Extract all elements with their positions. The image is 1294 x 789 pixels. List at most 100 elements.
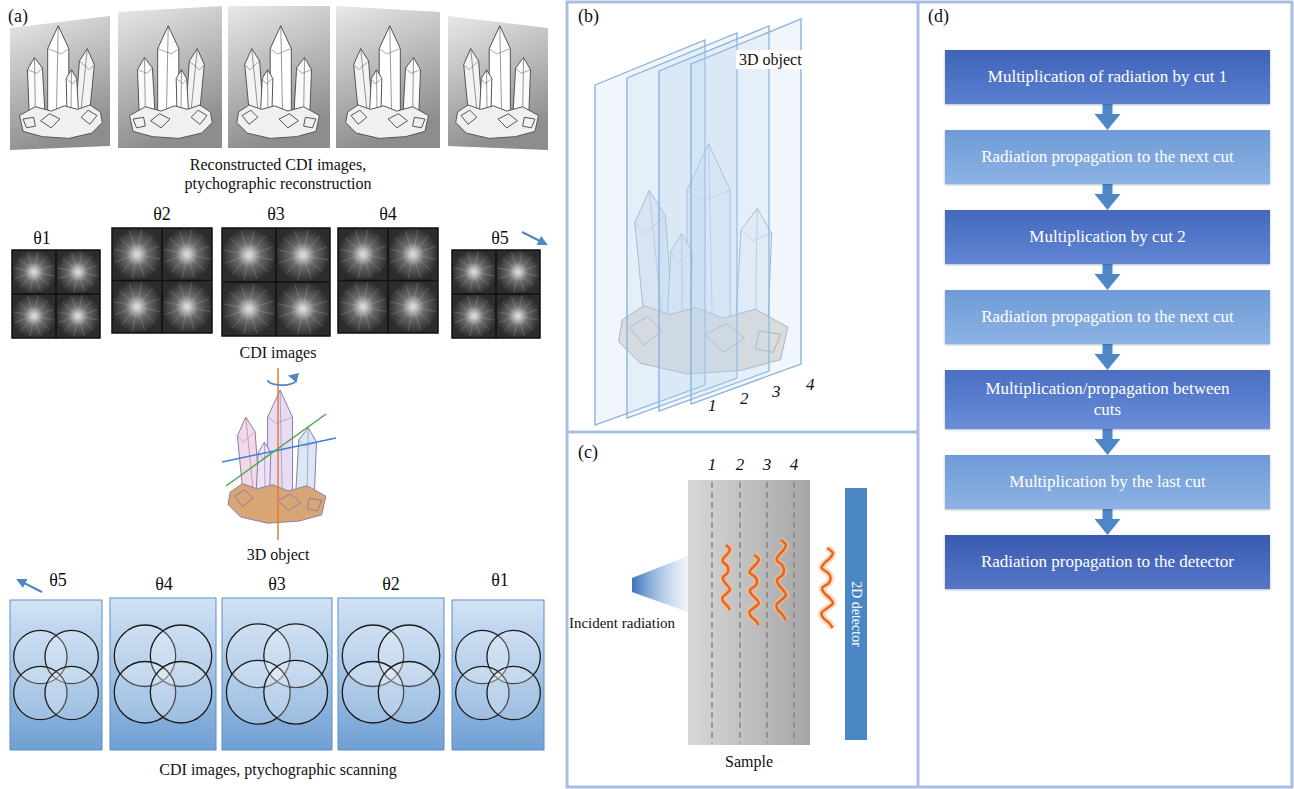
crystal-facet xyxy=(79,61,94,70)
crystal-ridge xyxy=(281,26,283,112)
speckle-streak xyxy=(391,254,413,262)
speckle-streak xyxy=(14,312,34,316)
slice-plane xyxy=(691,19,801,404)
axis-line xyxy=(222,438,336,462)
crystal-facet xyxy=(48,49,69,54)
speckle-streak xyxy=(474,272,481,292)
speckle-streak xyxy=(470,272,474,292)
speckle-streak xyxy=(358,254,363,278)
speckle-streak xyxy=(78,296,82,316)
process-text: Multiplication of radiation by cut 1 xyxy=(988,67,1227,87)
crystal-prism xyxy=(370,70,382,112)
speckle-streak xyxy=(303,255,328,260)
crystal-prism xyxy=(176,70,188,112)
speckle-streak xyxy=(474,296,478,316)
angle-label: θ4 xyxy=(379,204,397,226)
cut-number: 4 xyxy=(806,375,815,395)
probe-position xyxy=(150,662,211,723)
speckle-streak xyxy=(514,272,518,292)
crystal-rock xyxy=(461,110,477,124)
flow-arrow xyxy=(1103,264,1113,276)
scan-tile xyxy=(222,598,332,750)
speckle-streak xyxy=(180,283,187,306)
crystal-rock xyxy=(278,494,301,511)
crystal-facet xyxy=(270,49,291,54)
crystal-facet xyxy=(406,68,421,73)
crystal-ridge xyxy=(471,49,477,111)
speckle-streak xyxy=(454,272,474,279)
speckle-streak xyxy=(467,296,474,316)
scan-tile xyxy=(452,600,544,750)
flow-arrow xyxy=(1103,429,1113,441)
speckle-streak xyxy=(518,252,522,272)
speckle-streak xyxy=(187,230,192,254)
reconstruction-tile xyxy=(228,6,330,148)
speckle-streak xyxy=(78,316,98,320)
speckle-streak xyxy=(14,268,34,272)
speckle-streak xyxy=(498,268,518,272)
crystal-facet xyxy=(176,79,187,84)
reconstruction-tile xyxy=(336,6,440,148)
crystal-prism xyxy=(513,57,531,113)
crystal-prism xyxy=(270,26,291,112)
speckle-streak xyxy=(363,299,385,307)
speckle-streak xyxy=(303,309,328,314)
speckle-streak xyxy=(413,246,435,254)
diffraction-tile xyxy=(12,250,100,338)
diffraction-tile xyxy=(222,228,330,336)
crystal-facet xyxy=(137,68,152,73)
probe-position xyxy=(45,666,98,719)
speckle-streak xyxy=(356,231,363,254)
scan-panel xyxy=(452,600,544,750)
crystal-figure xyxy=(20,26,103,139)
speckle-streak xyxy=(137,307,160,312)
speckle-streak xyxy=(137,230,142,254)
slice-cut xyxy=(766,482,767,743)
crystal-facet xyxy=(268,417,293,423)
process-box: Multiplication of radiation by cut 1 xyxy=(945,50,1270,104)
rotation-arrow xyxy=(268,376,296,385)
speckle-streak xyxy=(182,307,187,331)
rotation-arrow xyxy=(522,232,546,244)
wavefront-glow xyxy=(776,540,786,620)
diffraction-pattern xyxy=(452,294,496,338)
wavefront-glow xyxy=(821,548,833,628)
crystal-facet xyxy=(237,432,255,442)
speckle-streak xyxy=(225,309,249,317)
speckle-streak xyxy=(408,307,413,331)
speckle-streak xyxy=(34,316,41,336)
speckle-streak xyxy=(71,296,78,316)
crystal-figure xyxy=(130,26,213,139)
speckle-streak xyxy=(413,254,436,259)
speckle-streak xyxy=(498,312,518,316)
reconstruction-tile xyxy=(448,16,548,150)
speckle-streak xyxy=(30,272,34,292)
diffraction-tile xyxy=(452,250,540,338)
crystal-base xyxy=(237,105,320,138)
crystal-prism xyxy=(261,70,273,112)
speckle-streak xyxy=(249,255,257,279)
speckle-streak xyxy=(132,307,137,331)
panel-frame xyxy=(567,2,1292,787)
crystal-facet xyxy=(371,79,382,84)
speckle-streak xyxy=(474,316,481,336)
diffraction-pattern xyxy=(12,294,56,338)
slice-cut xyxy=(711,482,712,743)
crystal-ridge xyxy=(376,70,377,112)
speckle-streak xyxy=(34,316,54,320)
speckle-streak xyxy=(164,302,187,307)
diffraction-pattern xyxy=(56,294,100,338)
sample-block xyxy=(688,480,810,745)
crystal-ridge xyxy=(144,57,146,113)
cut-number: 2 xyxy=(740,389,749,409)
process-text: Multiplication/propagation between cuts xyxy=(973,379,1243,420)
tile-frame xyxy=(452,250,540,338)
object-label: 3D object xyxy=(247,545,310,564)
angle-label: θ4 xyxy=(155,574,173,596)
crystal-prism xyxy=(186,49,204,111)
crystal-rock xyxy=(523,117,535,128)
speckle-streak xyxy=(78,272,98,276)
speckle-streak xyxy=(363,230,368,254)
speckle-streak xyxy=(114,249,137,254)
crystal-prism xyxy=(66,70,78,112)
